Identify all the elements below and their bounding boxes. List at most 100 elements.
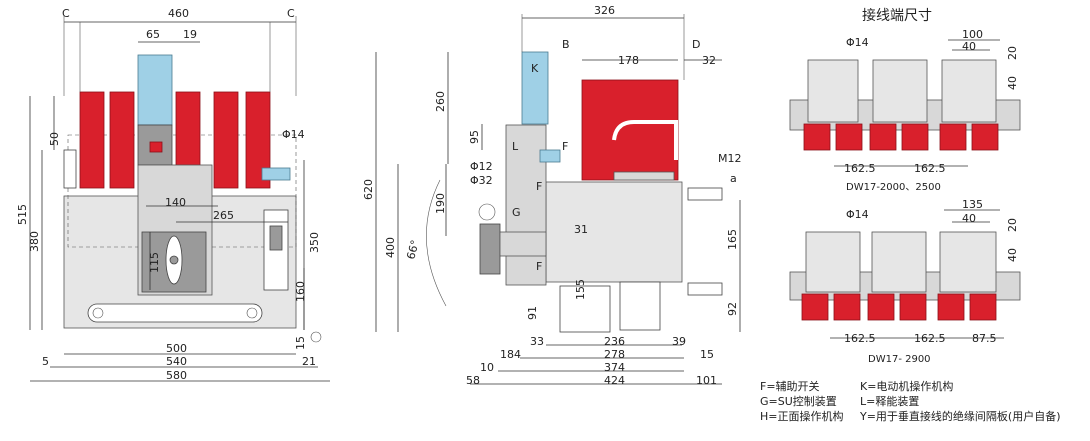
- top-caption: DW17-2000、2500: [846, 182, 941, 193]
- dim-front-50: 50: [48, 132, 61, 146]
- label-a: a: [730, 172, 737, 185]
- side-upper-terminal: [687, 187, 723, 201]
- side-red-housing: [581, 79, 679, 181]
- dim-front-140: 140: [165, 196, 186, 209]
- bottom-dim-162-5-a: 162.5: [844, 332, 876, 345]
- front-bottom-hole-left: [92, 307, 104, 319]
- front-bottom-bar: [87, 303, 263, 323]
- side-front-handle: [479, 223, 501, 275]
- dim-side-32: 32: [702, 54, 716, 67]
- bottom-dim-phi14: Φ14: [846, 208, 869, 221]
- dim-side-236: 236: [604, 335, 625, 348]
- bottom-red-6: [969, 293, 997, 321]
- front-view: C 460 C 65 19 50 515 380 350 160 15 140 …: [16, 7, 330, 382]
- top-block-2: [872, 59, 928, 123]
- top-red-6: [971, 123, 999, 151]
- side-control-block: [505, 124, 547, 286]
- dim-front-540: 540: [166, 355, 187, 368]
- dim-front-160: 160: [294, 281, 307, 302]
- dim-front-15: 15: [294, 336, 307, 350]
- dim-side-101: 101: [696, 374, 717, 387]
- legend-item-y: Y=用于垂直接线的绝缘间隔板(用户自备): [859, 409, 1061, 423]
- dim-side-95: 95: [468, 130, 481, 144]
- dim-side-92: 92: [726, 302, 739, 316]
- bottom-red-5: [937, 293, 965, 321]
- dim-side-91: 91: [526, 306, 539, 320]
- dim-front-500: 500: [166, 342, 187, 355]
- dim-front-21: 21: [302, 355, 316, 368]
- top-dim-40-v: 40: [1006, 76, 1019, 90]
- dim-front-460: 460: [168, 7, 189, 20]
- dim-side-phi32: Φ32: [470, 174, 493, 187]
- top-red-3: [869, 123, 897, 151]
- side-terminal-strip: [613, 171, 675, 181]
- label-m12: M12: [718, 152, 742, 165]
- dim-front-350: 350: [308, 232, 321, 253]
- label-k: K: [531, 62, 539, 75]
- dim-front-65: 65: [146, 28, 160, 41]
- dim-side-33: 33: [530, 335, 544, 348]
- dim-side-374: 374: [604, 361, 625, 374]
- side-handle-bar: [612, 120, 678, 160]
- bottom-red-2: [833, 293, 861, 321]
- dim-side-155: 155: [574, 279, 587, 300]
- ground-icon: [310, 331, 322, 343]
- bottom-block-3: [939, 231, 997, 293]
- top-dim-phi14: Φ14: [846, 36, 869, 49]
- side-view: 326 B D 178 32 K L F G F F M12 a 620 260…: [362, 4, 742, 387]
- dim-side-400: 400: [384, 237, 397, 258]
- side-main-body: [545, 181, 683, 283]
- front-terminal-block: [261, 167, 291, 181]
- dim-side-184: 184: [500, 348, 521, 361]
- label-f-low: F: [536, 260, 542, 273]
- side-lower-mechanism: [559, 285, 611, 333]
- legend-item-g: G=SU控制装置: [760, 394, 837, 408]
- dim-front-580: 580: [166, 369, 187, 382]
- dim-front-19: 19: [183, 28, 197, 41]
- bottom-dim-40: 40: [962, 212, 976, 225]
- top-block-1: [807, 59, 859, 123]
- side-motor-k: [521, 51, 549, 125]
- front-side-relay: [269, 225, 283, 251]
- dim-side-278: 278: [604, 348, 625, 361]
- dim-side-620: 620: [362, 179, 375, 200]
- label-f-top: F: [562, 140, 568, 153]
- legend-item-l: L=释能装置: [860, 394, 919, 408]
- bottom-dim-162-5-b: 162.5: [914, 332, 946, 345]
- dim-side-b: B: [562, 38, 570, 51]
- front-left-rail: [63, 149, 77, 189]
- terminal-title: 接线端尺寸: [862, 7, 932, 24]
- top-red-2: [835, 123, 863, 151]
- dim-side-326: 326: [594, 4, 615, 17]
- front-red-pole-4: [213, 91, 239, 189]
- top-dim-162-5-a: 162.5: [844, 162, 876, 175]
- dim-front-115: 115: [148, 252, 161, 273]
- legend-item-h: H=正面操作机构: [760, 409, 844, 423]
- top-dim-162-5-b: 162.5: [914, 162, 946, 175]
- bottom-block-2: [871, 231, 927, 293]
- terminal-bottom-set: Φ14 135 40 20 40 162.5 162.5 87.5 DW17- …: [789, 198, 1021, 365]
- side-lower-terminal: [687, 282, 723, 296]
- side-front-handle-base: [499, 231, 547, 257]
- dim-front-c-right: C: [287, 7, 295, 20]
- side-lower-bracket: [619, 281, 661, 331]
- dim-side-165: 165: [726, 229, 739, 250]
- top-red-1: [803, 123, 831, 151]
- dim-side-260: 260: [434, 91, 447, 112]
- dim-front-265: 265: [213, 209, 234, 222]
- dim-side-178: 178: [618, 54, 639, 67]
- dim-front-515: 515: [16, 204, 29, 225]
- dim-front-phi14: Φ14: [282, 128, 305, 141]
- bottom-caption: DW17- 2900: [868, 354, 931, 365]
- top-dim-40: 40: [962, 40, 976, 53]
- dim-front-380: 380: [28, 231, 41, 252]
- terminal-section: 接线端尺寸 Φ14 100 40 20 40 162.5 162.5 DW17-…: [789, 7, 1021, 365]
- bottom-dim-20: 20: [1006, 218, 1019, 232]
- front-red-pole-1: [79, 91, 105, 189]
- dim-front-c-left: C: [62, 7, 70, 20]
- dim-side-d: D: [692, 38, 700, 51]
- dim-front-5: 5: [42, 355, 49, 368]
- dim-side-39: 39: [672, 335, 686, 348]
- front-motor-unit: [137, 54, 173, 126]
